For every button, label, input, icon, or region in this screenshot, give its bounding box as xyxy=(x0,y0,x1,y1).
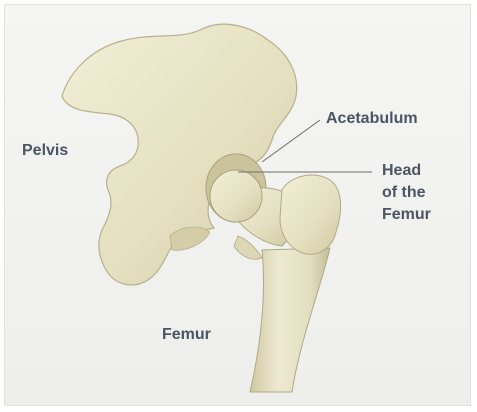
femoral-head-label-line2: of the xyxy=(382,184,426,202)
femoral-head-label-line1: Head xyxy=(382,162,421,180)
femoral-head-label-line3: Femur xyxy=(382,206,431,224)
femur-label: Femur xyxy=(162,326,211,344)
pelvis-label: Pelvis xyxy=(22,142,68,160)
femur-shaft xyxy=(250,248,330,392)
greater-trochanter xyxy=(280,175,341,254)
lesser-trochanter xyxy=(234,236,262,259)
acetabulum-label: Acetabulum xyxy=(326,110,418,128)
femoral-head xyxy=(210,170,262,222)
